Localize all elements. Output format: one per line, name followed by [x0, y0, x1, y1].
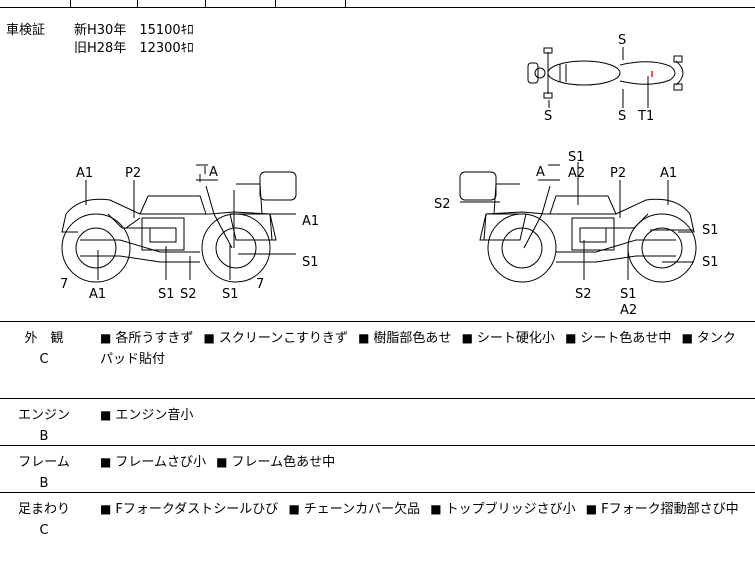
label-top-s: S [618, 33, 626, 48]
left-side-bike [61, 166, 297, 283]
condition-notes: ■各所うすきず ■スクリーンこすりきず ■樹脂部色あせ ■シート硬化小 ■シート… [100, 328, 745, 370]
bullet-icon: ■ [565, 331, 577, 345]
condition-note: スクリーンこすりきず [218, 331, 348, 346]
label-right-s1-2: S1 [702, 255, 719, 270]
label-top-s-left: S [544, 109, 552, 124]
category-name: 外 観 [24, 331, 64, 346]
top-view-bike [527, 47, 684, 99]
label-left-s1-bottom-1: S1 [158, 287, 175, 302]
category-name: フレーム [18, 455, 70, 470]
label-right-a2-top: A2 [568, 166, 585, 181]
condition-row-frame: フレーム B ■フレームさび小 ■フレーム色あせ中 [0, 446, 755, 493]
label-left-seven: 7 [60, 277, 68, 292]
condition-row-exterior: 外 観 C ■各所うすきず ■スクリーンこすりきず ■樹脂部色あせ ■シート硬化… [0, 322, 755, 399]
bullet-icon: ■ [100, 331, 112, 345]
condition-note: エンジン音小 [115, 408, 194, 423]
bullet-icon: ■ [100, 502, 112, 516]
label-right-a2-bottom: A2 [620, 303, 637, 318]
condition-note: Fフォークダストシールひび [115, 502, 279, 517]
category-name: 足まわり [17, 502, 70, 517]
label-top-t1: T1 [637, 109, 654, 124]
label-top-s-mid: S [618, 109, 626, 124]
bullet-icon: ■ [461, 331, 473, 345]
label-right-a1-top: A1 [660, 166, 677, 181]
right-bike-leaders [460, 162, 694, 280]
condition-note: トップブリッジさび小 [445, 502, 576, 517]
right-side-bike [459, 171, 697, 283]
top-table-strip [0, 0, 755, 8]
strip-divider [70, 0, 71, 8]
condition-category: エンジン B [0, 405, 88, 447]
top-view-leaders [548, 47, 649, 108]
condition-row-suspension: 足まわり C ■Fフォークダストシールひび ■チェーンカバー欠品 ■トップブリッ… [0, 493, 755, 561]
shaken-line-new: 新H30年 15100ｷﾛ [74, 23, 194, 38]
condition-notes: ■フレームさび小 ■フレーム色あせ中 [100, 452, 745, 473]
condition-row-engine: エンジン B ■エンジン音小 [0, 399, 755, 446]
condition-note: フレームさび小 [115, 455, 206, 470]
condition-note: チェーンカバー欠品 [303, 502, 421, 517]
left-bike-leaders [85, 164, 296, 280]
label-left-a1-right: A1 [302, 214, 319, 229]
strip-divider [275, 0, 276, 8]
label-left-p2: P2 [125, 166, 141, 181]
label-left-s1-right: S1 [302, 255, 319, 270]
category-grade: C [39, 352, 49, 367]
bullet-icon: ■ [681, 331, 693, 345]
condition-note: Fフォーク摺動部さび中 [601, 502, 739, 517]
strip-divider [345, 0, 346, 8]
damage-diagram-section [0, 8, 755, 322]
condition-notes: ■Fフォークダストシールひび ■チェーンカバー欠品 ■トップブリッジさび小 ■F… [100, 499, 745, 520]
condition-notes: ■エンジン音小 [100, 405, 745, 426]
label-right-s2-bottom: S2 [575, 287, 592, 302]
strip-divider [205, 0, 206, 8]
condition-category: 外 観 C [0, 328, 88, 370]
condition-note: シート色あせ中 [580, 331, 672, 346]
label-left-s1-bottom-2: S1 [222, 287, 239, 302]
category-name: エンジン [17, 408, 70, 423]
bullet-icon: ■ [203, 331, 215, 345]
bullet-icon: ■ [358, 331, 370, 345]
condition-note: フレーム色あせ中 [231, 455, 336, 470]
condition-note: シート硬化小 [476, 331, 555, 346]
label-left-a1-top: A1 [76, 166, 93, 181]
label-right-s1-top: S1 [568, 150, 585, 165]
shaken-label: 車検証 [6, 23, 46, 38]
category-grade: B [39, 429, 49, 444]
condition-note: 各所うすきず [115, 331, 194, 346]
bullet-icon: ■ [100, 455, 112, 469]
condition-category: 足まわり C [0, 499, 88, 541]
bullet-icon: ■ [216, 455, 228, 469]
condition-note: 樹脂部色あせ [373, 331, 452, 346]
label-left-a1-bottom: A1 [89, 287, 106, 302]
bullet-icon: ■ [585, 502, 598, 516]
category-grade: C [39, 523, 49, 538]
condition-note: タンクパッド貼付 [100, 331, 736, 367]
label-left-s2-bottom: S2 [180, 287, 197, 302]
bullet-icon: ■ [100, 408, 112, 422]
label-right-s2-left: S2 [434, 197, 451, 212]
bullet-icon: ■ [288, 502, 300, 516]
label-right-s1-bottom: S1 [620, 287, 637, 302]
label-right-p2: P2 [610, 166, 626, 181]
bullet-icon: ■ [430, 502, 442, 516]
label-right-a-mirror: A [536, 165, 545, 180]
category-grade: B [39, 476, 49, 491]
motorcycle-diagrams: S S S T1 A1 P2 A A1 S1 7 A1 S1 S2 S1 7 S… [60, 33, 719, 318]
label-left-seven-right: 7 [256, 277, 264, 292]
strip-divider [137, 0, 138, 8]
condition-category: フレーム B [0, 452, 88, 494]
label-right-s1-1: S1 [702, 223, 719, 238]
shaken-line-old: 旧H28年 12300ｷﾛ [74, 41, 194, 56]
label-left-a-mirror: A [209, 165, 218, 180]
